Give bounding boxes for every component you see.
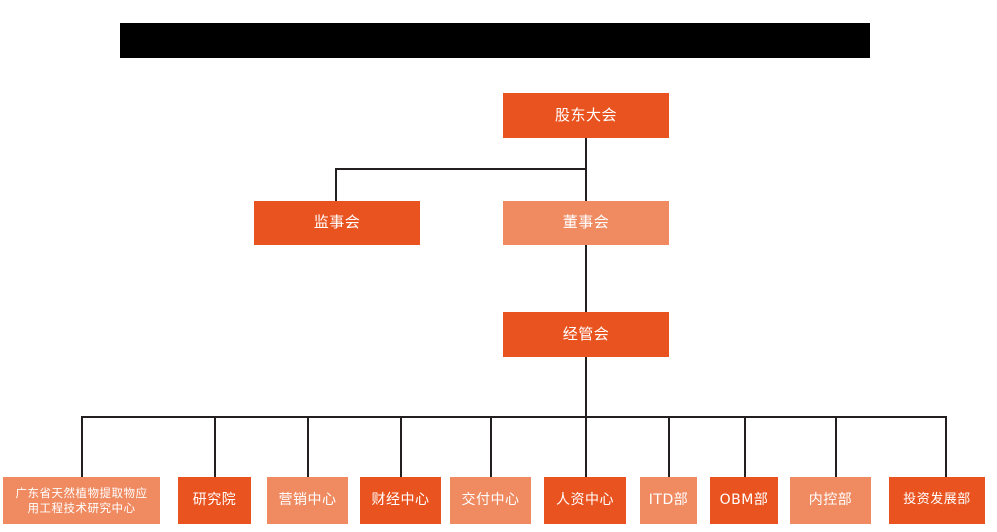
- node-label: 营销中心: [278, 491, 337, 508]
- node-label: 广东省天然植物提取物应 用工程技术研究中心: [15, 485, 148, 515]
- node-obm-department[interactable]: OBM部: [710, 477, 778, 524]
- connector-to-hr-center: [585, 416, 587, 477]
- node-delivery-center[interactable]: 交付中心: [450, 477, 531, 524]
- node-label: 人资中心: [556, 491, 614, 508]
- connector-to-marketing-center: [307, 416, 309, 477]
- node-label: 研究院: [192, 491, 237, 508]
- node-label: 内控部: [808, 491, 853, 508]
- connector-directors-to-management: [585, 244, 587, 312]
- node-itd-department[interactable]: ITD部: [640, 477, 697, 524]
- node-internal-control-department[interactable]: 内控部: [790, 477, 871, 524]
- node-label: 股东大会: [554, 105, 617, 124]
- node-label: 交付中心: [461, 491, 520, 508]
- node-investment-development-department[interactable]: 投资发展部: [889, 477, 985, 524]
- connector-to-supervisors: [335, 168, 337, 201]
- node-board-of-directors[interactable]: 董事会: [503, 201, 669, 245]
- node-label: OBM部: [719, 491, 769, 508]
- node-label: 董事会: [562, 213, 610, 232]
- connector-to-gd-research-center: [81, 416, 83, 477]
- redaction-bar: [120, 23, 870, 58]
- node-label: ITD部: [648, 491, 689, 508]
- connector-level2-bus: [335, 168, 587, 170]
- connector-to-internal-control-dept: [835, 416, 837, 477]
- node-label: 监事会: [313, 213, 361, 232]
- node-hr-center[interactable]: 人资中心: [544, 477, 626, 524]
- node-shareholders-meeting[interactable]: 股东大会: [503, 93, 669, 138]
- node-marketing-center[interactable]: 营销中心: [267, 477, 348, 524]
- connector-to-investment-dev-dept: [945, 416, 947, 477]
- connector-to-delivery-center: [490, 416, 492, 477]
- node-label: 投资发展部: [903, 492, 971, 508]
- connector-department-bus: [81, 416, 946, 418]
- connector-shareholders-down: [585, 138, 587, 169]
- node-board-of-supervisors[interactable]: 监事会: [254, 201, 420, 245]
- connector-to-directors: [585, 168, 587, 201]
- node-label: 财经中心: [371, 491, 430, 508]
- connector-to-itd-dept: [668, 416, 670, 477]
- node-management-committee[interactable]: 经管会: [503, 312, 669, 357]
- node-research-institute[interactable]: 研究院: [178, 477, 251, 524]
- connector-to-obm-dept: [744, 416, 746, 477]
- connector-to-research-institute: [214, 416, 216, 477]
- connector-to-finance-center: [400, 416, 402, 477]
- node-finance-center[interactable]: 财经中心: [360, 477, 441, 524]
- node-gd-natural-plant-extract-research-center[interactable]: 广东省天然植物提取物应 用工程技术研究中心: [3, 477, 160, 524]
- node-label: 经管会: [562, 324, 610, 343]
- connector-management-down: [585, 357, 587, 417]
